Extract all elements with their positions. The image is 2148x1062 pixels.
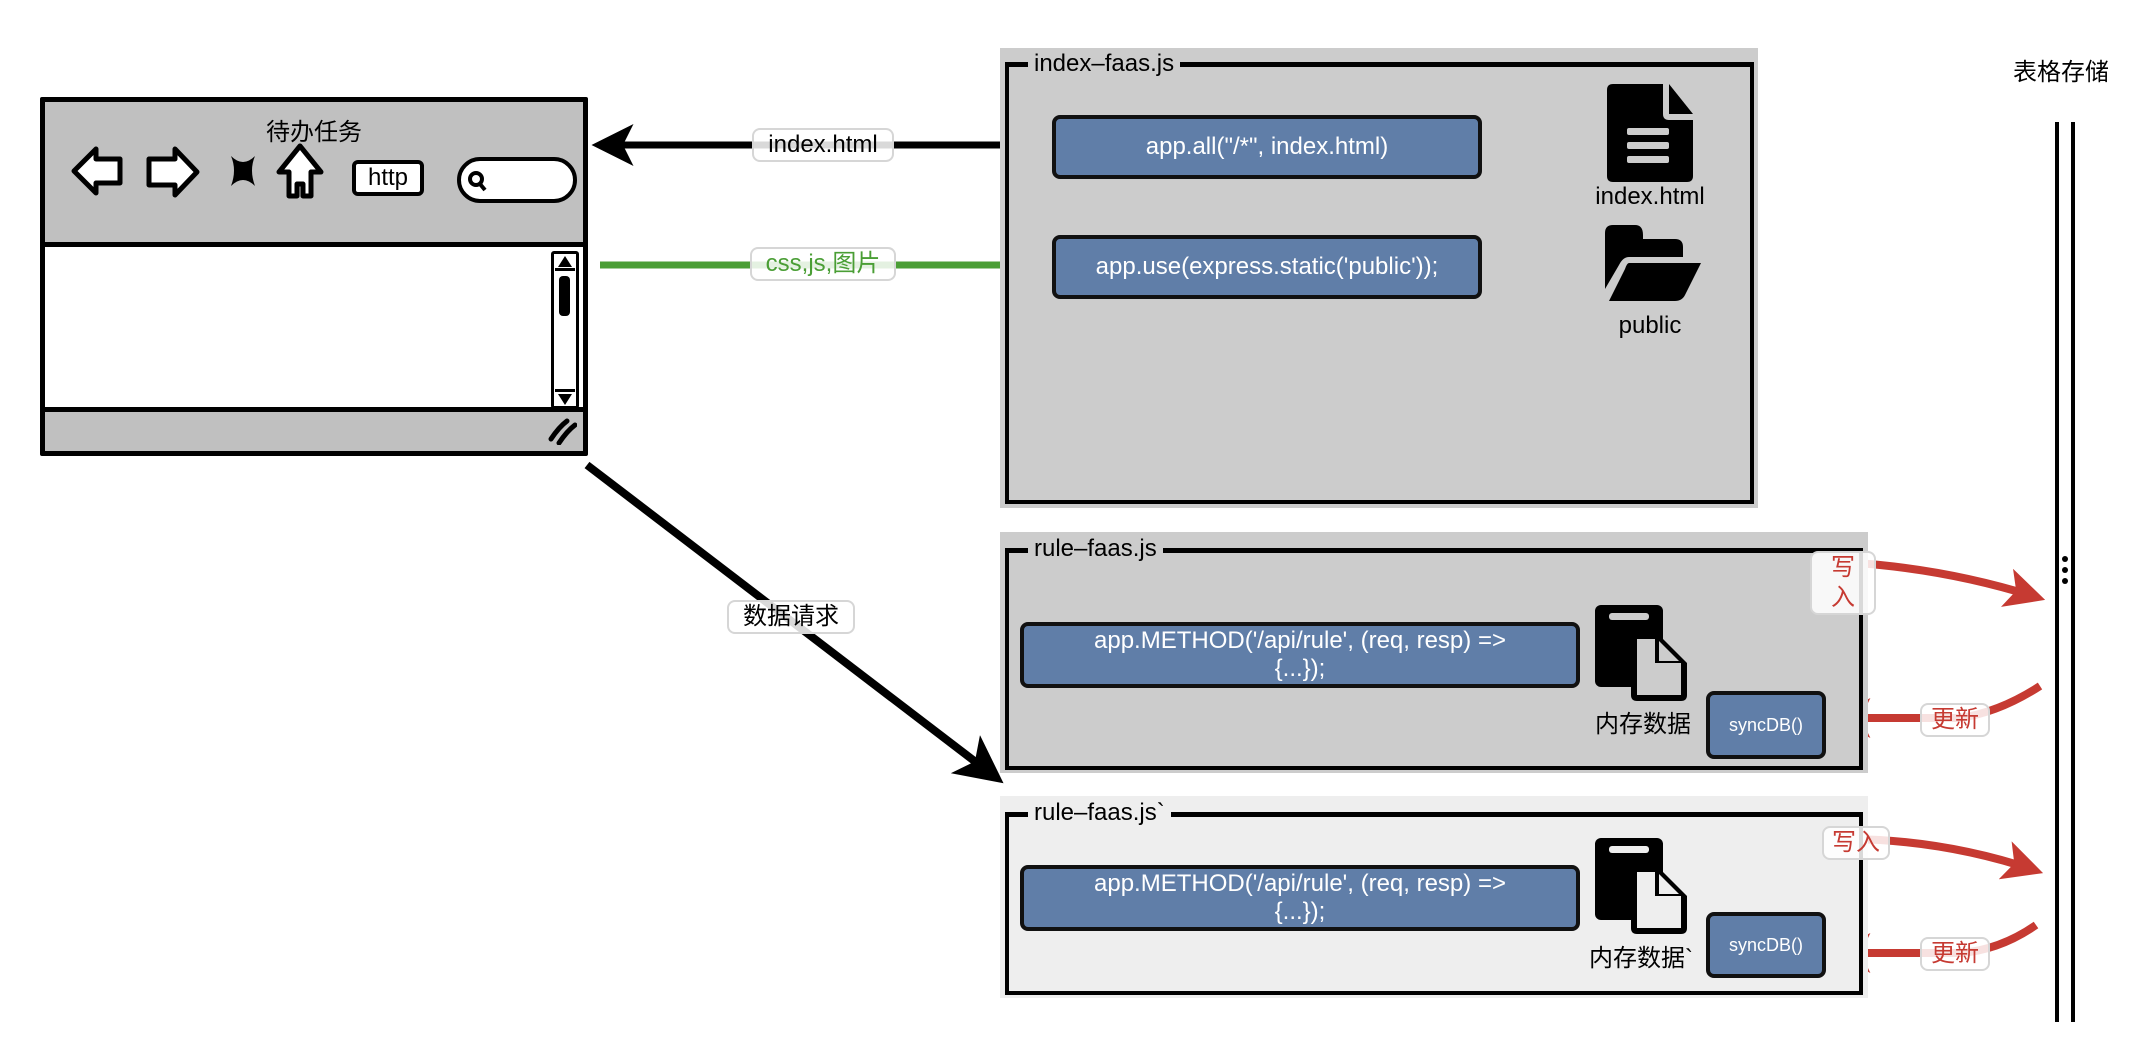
browser-window: 待办任务 http [40, 97, 588, 456]
scroll-thumb[interactable] [559, 276, 570, 316]
data-request-edge-label: 数据请求 [727, 600, 855, 634]
memory-data-icon [1595, 838, 1687, 934]
folder-open-icon [1605, 225, 1701, 301]
write-edge-label-2: 写入 [1822, 826, 1890, 860]
home-icon[interactable] [275, 142, 325, 200]
static-assets-edge-label: css,js,图片 [750, 247, 896, 281]
sync-db-button-1[interactable]: syncDB() [1706, 691, 1826, 759]
panel-border [1005, 548, 1863, 770]
ellipsis-icon [2062, 556, 2068, 584]
method-line-2: {...}); [1274, 655, 1326, 682]
memory-data-label-2: 内存数据` [1589, 945, 1693, 972]
file-document-icon [1607, 84, 1693, 182]
back-arrow-icon[interactable] [70, 145, 126, 197]
method-line-1: app.METHOD('/api/rule', (req, resp) => [1094, 870, 1506, 897]
memory-data-icon [1595, 605, 1687, 701]
resize-grip-icon[interactable] [547, 417, 577, 445]
browser-content-area [45, 242, 583, 412]
method-line-2: {...}); [1274, 898, 1326, 925]
stop-icon[interactable] [225, 152, 261, 190]
panel-border [1005, 812, 1863, 995]
route-all-box[interactable]: app.all("/*", index.html) [1052, 115, 1482, 179]
scroll-up-button[interactable] [555, 254, 575, 271]
memory-data-label-1: 内存数据 [1595, 711, 1691, 738]
api-rule-method-box-2[interactable]: app.METHOD('/api/rule', (req, resp) => {… [1020, 865, 1580, 931]
sync-db-button-2[interactable]: syncDB() [1706, 912, 1826, 978]
panel-border-top [1005, 62, 1754, 67]
browser-title: 待办任务 [266, 119, 362, 146]
search-input[interactable] [457, 157, 577, 203]
update-edge-label-2: 更新 [1920, 937, 1990, 971]
forward-arrow-icon[interactable] [143, 145, 201, 199]
write-edge-label-1: 写入 [1810, 551, 1876, 615]
storage-title: 表格存储 [2013, 59, 2109, 86]
folder-label: public [1618, 312, 1682, 339]
storage-boundary-right [2071, 122, 2075, 1022]
scrollbar[interactable] [551, 251, 579, 409]
rule-faas-panel-1: rule–faas.js app.METHOD('/api/rule', (re… [1000, 532, 1868, 773]
static-use-box[interactable]: app.use(express.static('public')); [1052, 235, 1482, 299]
panel-border-top [1005, 812, 1863, 817]
storage-boundary-left [2055, 122, 2059, 1022]
method-line-1: app.METHOD('/api/rule', (req, resp) => [1094, 627, 1506, 654]
panel-border [1005, 62, 1754, 504]
triangle-up-icon [558, 256, 572, 267]
triangle-down-icon [558, 394, 572, 405]
search-icon [468, 171, 487, 192]
url-field[interactable]: http [352, 160, 424, 196]
rule-faas-title-2: rule–faas.js` [1028, 799, 1171, 827]
file-label: index.html [1595, 183, 1705, 210]
scroll-down-button[interactable] [555, 389, 575, 406]
panel-border-top [1005, 548, 1863, 553]
index-faas-title: index–faas.js [1028, 50, 1181, 78]
index-html-edge-label: index.html [752, 128, 894, 162]
rule-faas-panel-2: rule–faas.js` app.METHOD('/api/rule', (r… [1000, 796, 1868, 998]
update-edge-label-1: 更新 [1920, 703, 1990, 737]
api-rule-method-box-1[interactable]: app.METHOD('/api/rule', (req, resp) => {… [1020, 622, 1580, 688]
index-faas-panel: index–faas.js app.all("/*", index.html) … [1000, 48, 1758, 508]
rule-faas-title-1: rule–faas.js [1028, 535, 1163, 563]
